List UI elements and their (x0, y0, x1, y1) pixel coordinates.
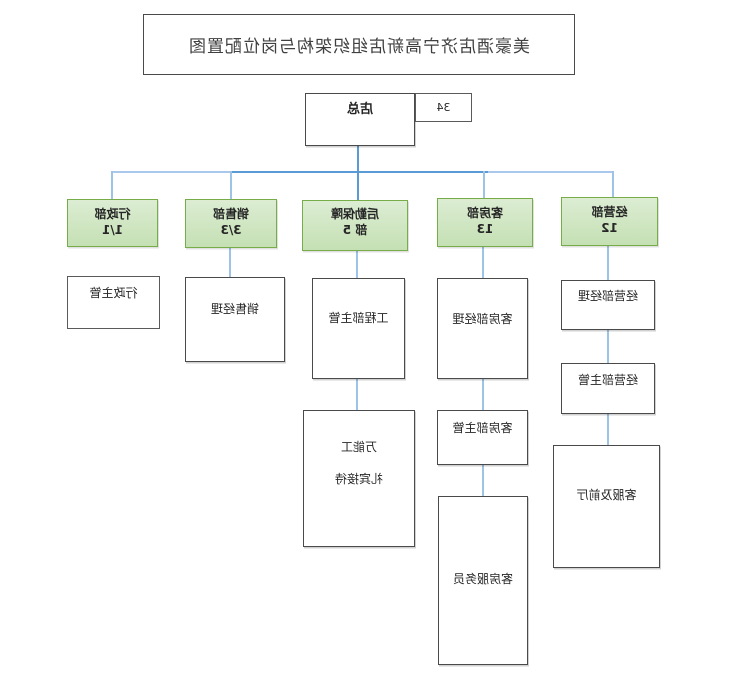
dept-housekeeping-name: 客房部 (467, 206, 504, 220)
connector-drop-dept1 (111, 171, 113, 199)
connector-logistics-col-2 (356, 379, 358, 410)
connector-housekeeping-col-3 (482, 465, 484, 496)
node-admin-supervisor[interactable]: 行政主管 (67, 276, 160, 329)
dept-housekeeping-count: 13 (476, 222, 494, 236)
chart-title: 美豪酒店济宁高新店组织架构与岗位配置图 (188, 37, 530, 57)
operations-manager-label: 经营部经理 (578, 289, 639, 303)
sales-manager-label: 销售经理 (211, 302, 260, 316)
total-headcount-value: 34 (436, 101, 451, 114)
connector-drop-dept4 (483, 171, 485, 198)
engineering-supervisor-label: 工程部主管 (328, 311, 389, 325)
connector-housekeeping-col-1 (482, 247, 484, 278)
node-dept-operations[interactable]: 经营部 12 (561, 197, 658, 246)
node-dept-sales[interactable]: 销售部 3/3 (185, 199, 277, 248)
connector-root-vertical (357, 146, 359, 201)
concierge-label: 礼宾接待 (335, 472, 384, 486)
chart-title-box: 美豪酒店济宁高新店组织架构与岗位配置图 (143, 14, 575, 75)
connector-bus-horizontal-dark (232, 171, 488, 173)
node-room-attendant[interactable]: 客房服务员 (438, 496, 528, 665)
dept-admin-name: 行政部 (94, 207, 131, 221)
dept-logistics-name: 后勤保障 (331, 207, 380, 221)
node-dept-admin[interactable]: 行政部 1/1 (67, 199, 158, 247)
node-dept-housekeeping[interactable]: 客房部 13 (437, 198, 533, 247)
node-general-manager-label: 店总 (347, 102, 374, 117)
node-operations-manager[interactable]: 经营部经理 (561, 280, 655, 330)
dept-sales-count: 3/3 (220, 223, 242, 237)
node-handyman-concierge[interactable]: 万能工 礼宾接待 (303, 410, 415, 547)
node-operations-supervisor[interactable]: 经营部主管 (561, 363, 655, 414)
node-general-manager[interactable]: 店总 (305, 93, 415, 146)
connector-operations-col-1 (607, 246, 609, 280)
admin-supervisor-label: 行政主管 (89, 286, 138, 300)
operations-supervisor-label: 经营部主管 (578, 373, 639, 387)
guest-service-front-hall-label: 客服及前厅 (576, 488, 637, 502)
connector-operations-col-2 (607, 330, 609, 363)
connector-logistics-col-1 (356, 251, 358, 278)
connector-drop-dept5 (612, 171, 614, 197)
connector-operations-col-3 (607, 414, 609, 445)
node-total-headcount[interactable]: 34 (415, 93, 472, 122)
node-housekeeping-manager[interactable]: 客房部经理 (437, 278, 528, 379)
housekeeping-supervisor-label: 客房部主管 (452, 421, 513, 435)
dept-sales-name: 销售部 (213, 207, 250, 221)
dept-operations-name: 经营部 (591, 205, 628, 219)
node-housekeeping-supervisor[interactable]: 客房部主管 (437, 410, 528, 465)
room-attendant-label: 客房服务员 (453, 572, 514, 586)
connector-drop-dept2 (230, 171, 232, 199)
connector-housekeeping-col-2 (482, 379, 484, 410)
dept-logistics-count: 部 5 (342, 223, 368, 237)
housekeeping-manager-label: 客房部经理 (452, 312, 513, 326)
handyman-label: 万能工 (341, 440, 378, 454)
dept-operations-count: 12 (601, 221, 618, 235)
node-engineering-supervisor[interactable]: 工程部主管 (312, 278, 405, 379)
node-dept-logistics[interactable]: 后勤保障 部 5 (302, 200, 408, 251)
dept-admin-count: 1/1 (101, 223, 124, 237)
connector-sales-col (229, 248, 231, 277)
node-guest-service-front-hall[interactable]: 客服及前厅 (553, 445, 660, 568)
node-sales-manager[interactable]: 销售经理 (185, 277, 285, 362)
